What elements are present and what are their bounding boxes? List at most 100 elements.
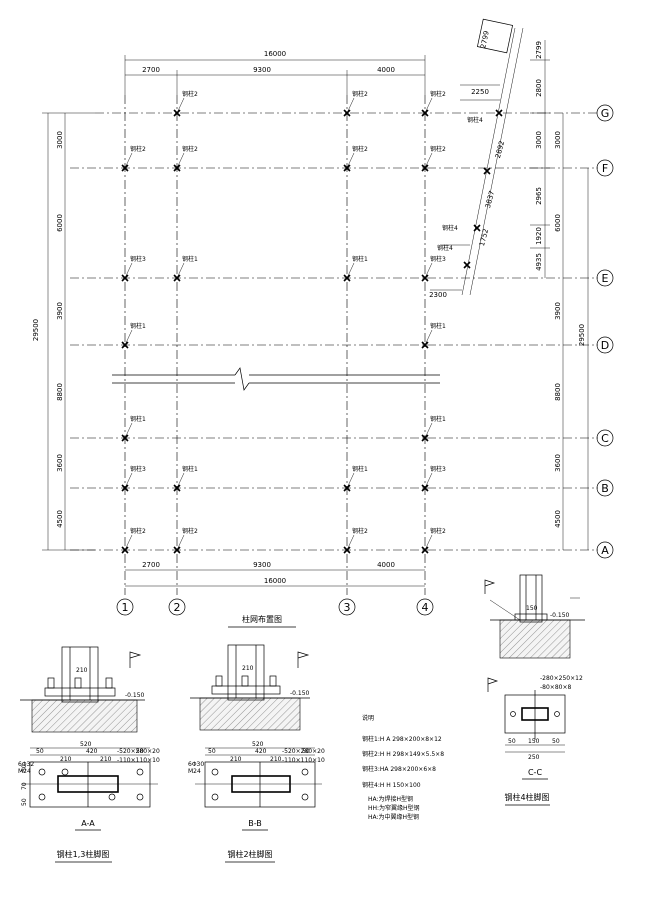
col-marker: 钢柱1 xyxy=(421,415,446,442)
svg-text:钢柱2: 钢柱2 xyxy=(352,527,368,535)
stair-right-dim-5: 1920 xyxy=(535,227,543,245)
foundation-hatch xyxy=(31,699,138,733)
column-grid-plan: 1 6000 2700 9300 4000 xyxy=(32,18,614,628)
axis-bubble-3: 3 xyxy=(344,601,351,614)
aa-plate-note: -520×280×20 xyxy=(117,748,160,755)
inclined-stair-detail: 2250 2892 3837 1752 2300 钢柱4 钢柱4 钢柱4 279… xyxy=(429,18,550,299)
bb-bolt-note: 6Φ30 xyxy=(188,761,204,768)
plan-title: 柱网布置图 xyxy=(242,614,282,624)
right-dim-2: 6000 xyxy=(554,214,562,232)
stair-right-dim-2: 2800 xyxy=(535,79,543,97)
top-dim-3: 4000 xyxy=(377,66,395,74)
svg-text:钢柱2: 钢柱2 xyxy=(130,527,146,535)
cc-caption: C-C xyxy=(528,768,542,777)
foundation-hatch xyxy=(199,697,301,731)
svg-text:钢柱1: 钢柱1 xyxy=(182,465,198,473)
col-marker: 钢柱2 xyxy=(343,145,368,172)
col-marker: 钢柱1 xyxy=(173,465,198,492)
stair-dim-5: 2300 xyxy=(429,291,447,299)
col-marker: 钢柱2 xyxy=(173,145,198,172)
col-marker: 钢柱3 xyxy=(421,465,446,492)
axis-bubble-E: E xyxy=(602,272,609,285)
aa-caption: A-A xyxy=(81,819,95,828)
cc-bottom-dim-1: 50 xyxy=(508,738,516,745)
svg-text:钢柱3: 钢柱3 xyxy=(430,465,446,473)
left-dimension-chain: 29500 3000 6000 3900 8800 3600 4500 xyxy=(32,112,95,551)
col-marker: 钢柱2 xyxy=(421,527,446,554)
note-sub-1: HA:为焊接H型钢 xyxy=(368,795,413,803)
section-bb-detail: 210 -0.150 520 50 420 50 210 210 -520×28… xyxy=(188,644,325,863)
note-item-4: 钢柱4:H H 150×100 xyxy=(362,781,421,789)
stair-right-dim-6: 4935 xyxy=(535,253,543,271)
bb-title: 钢柱2柱脚图 xyxy=(227,849,272,859)
col-marker: 钢柱3 xyxy=(121,465,146,492)
svg-text:钢柱2: 钢柱2 xyxy=(430,527,446,535)
top-dim-2: 9300 xyxy=(253,66,271,74)
bottom-dim-2: 9300 xyxy=(253,561,271,569)
stair-top-label: 2799 xyxy=(479,30,491,49)
col-marker: 钢柱1 xyxy=(421,322,446,349)
col-marker: 钢柱2 xyxy=(173,90,198,117)
bb-inner-dim-2: 210 xyxy=(270,756,282,763)
left-dim-6: 4500 xyxy=(56,510,64,528)
svg-text:钢柱1: 钢柱1 xyxy=(430,415,446,423)
stair-label-2: 钢柱4 xyxy=(442,224,458,232)
bottom-dim-1: 2700 xyxy=(142,561,160,569)
bb-sub-dim-3: 50 xyxy=(302,748,310,755)
cc-elevation: -0.150 xyxy=(550,612,570,619)
left-total-dim: 29500 xyxy=(32,319,40,341)
bb-top-dim: 520 xyxy=(252,741,264,748)
right-dim-5: 3600 xyxy=(554,454,562,472)
bb-inner-dim-1: 210 xyxy=(230,756,242,763)
col-marker: 钢柱3 xyxy=(121,255,146,282)
cc-plate-note: -280×250×12 xyxy=(540,675,583,682)
aa-sub-dim-2: 420 xyxy=(86,748,98,755)
svg-text:钢柱1: 钢柱1 xyxy=(130,415,146,423)
cc-col-dim: 150 xyxy=(526,605,538,612)
stair-label-3: 钢柱4 xyxy=(437,244,453,252)
aa-sub-dim-3: 50 xyxy=(136,748,144,755)
aa-inner-dim-1: 210 xyxy=(60,756,72,763)
bb-caption: B-B xyxy=(248,819,262,828)
aa-side-dim-2: 70 xyxy=(21,782,28,790)
column-markers: 钢柱2 钢柱2 钢柱2 钢柱2 钢柱2 钢柱2 钢柱2 钢柱3 钢柱1 钢柱1 … xyxy=(121,90,446,554)
svg-text:钢柱2: 钢柱2 xyxy=(130,145,146,153)
col-marker: 钢柱1 xyxy=(173,255,198,282)
aa-inner-dim-2: 210 xyxy=(100,756,112,763)
aa-col-dim: 210 xyxy=(76,667,88,674)
aa-title: 钢柱1,3柱脚图 xyxy=(57,849,110,859)
svg-text:钢柱1: 钢柱1 xyxy=(352,465,368,473)
aa-rib-note: -110×110×10 xyxy=(117,757,160,764)
top-dimension-chain: 16000 2700 9300 4000 xyxy=(124,50,426,95)
svg-text:钢柱1: 钢柱1 xyxy=(130,322,146,330)
col-marker: 钢柱1 xyxy=(343,465,368,492)
axis-bubble-A: A xyxy=(601,544,609,557)
axis-bubble-D: D xyxy=(601,339,609,352)
aa-mark: M24 xyxy=(18,768,31,775)
design-notes: 说明 钢柱1:H A 298×200×8×12 钢柱2:H H 298×149×… xyxy=(362,714,444,821)
right-dimension-chain: 3000 6000 3900 8800 3600 4500 29500 xyxy=(554,113,589,550)
cc-bottom-dim-3: 50 xyxy=(552,738,560,745)
svg-text:钢柱2: 钢柱2 xyxy=(430,145,446,153)
stair-dim-3: 3837 xyxy=(484,190,496,209)
foundation-hatch xyxy=(499,619,571,659)
break-line xyxy=(112,367,440,391)
right-total-dim: 29500 xyxy=(578,324,586,346)
left-dim-4: 8800 xyxy=(56,383,64,401)
col-marker: 钢柱2 xyxy=(421,90,446,117)
stair-label-1: 钢柱4 xyxy=(467,116,483,124)
aa-elevation: -0.150 xyxy=(125,692,145,699)
bb-plate-note: -520×280×20 xyxy=(282,748,325,755)
right-dim-3: 3900 xyxy=(554,302,562,320)
left-dim-3: 3900 xyxy=(56,302,64,320)
axis-bubble-1: 1 xyxy=(122,601,129,614)
right-dim-6: 4500 xyxy=(554,510,562,528)
left-dim-1: 3000 xyxy=(56,131,64,149)
svg-text:钢柱2: 钢柱2 xyxy=(430,90,446,98)
note-sub-2: HH:为窄翼缘H型钢 xyxy=(368,804,420,812)
axis-bubble-2: 2 xyxy=(174,601,181,614)
right-dim-4: 8800 xyxy=(554,383,562,401)
right-dim-1: 3000 xyxy=(554,131,562,149)
column-axis-bubbles: 1 2 3 4 xyxy=(116,598,434,616)
bottom-dim-3: 4000 xyxy=(377,561,395,569)
